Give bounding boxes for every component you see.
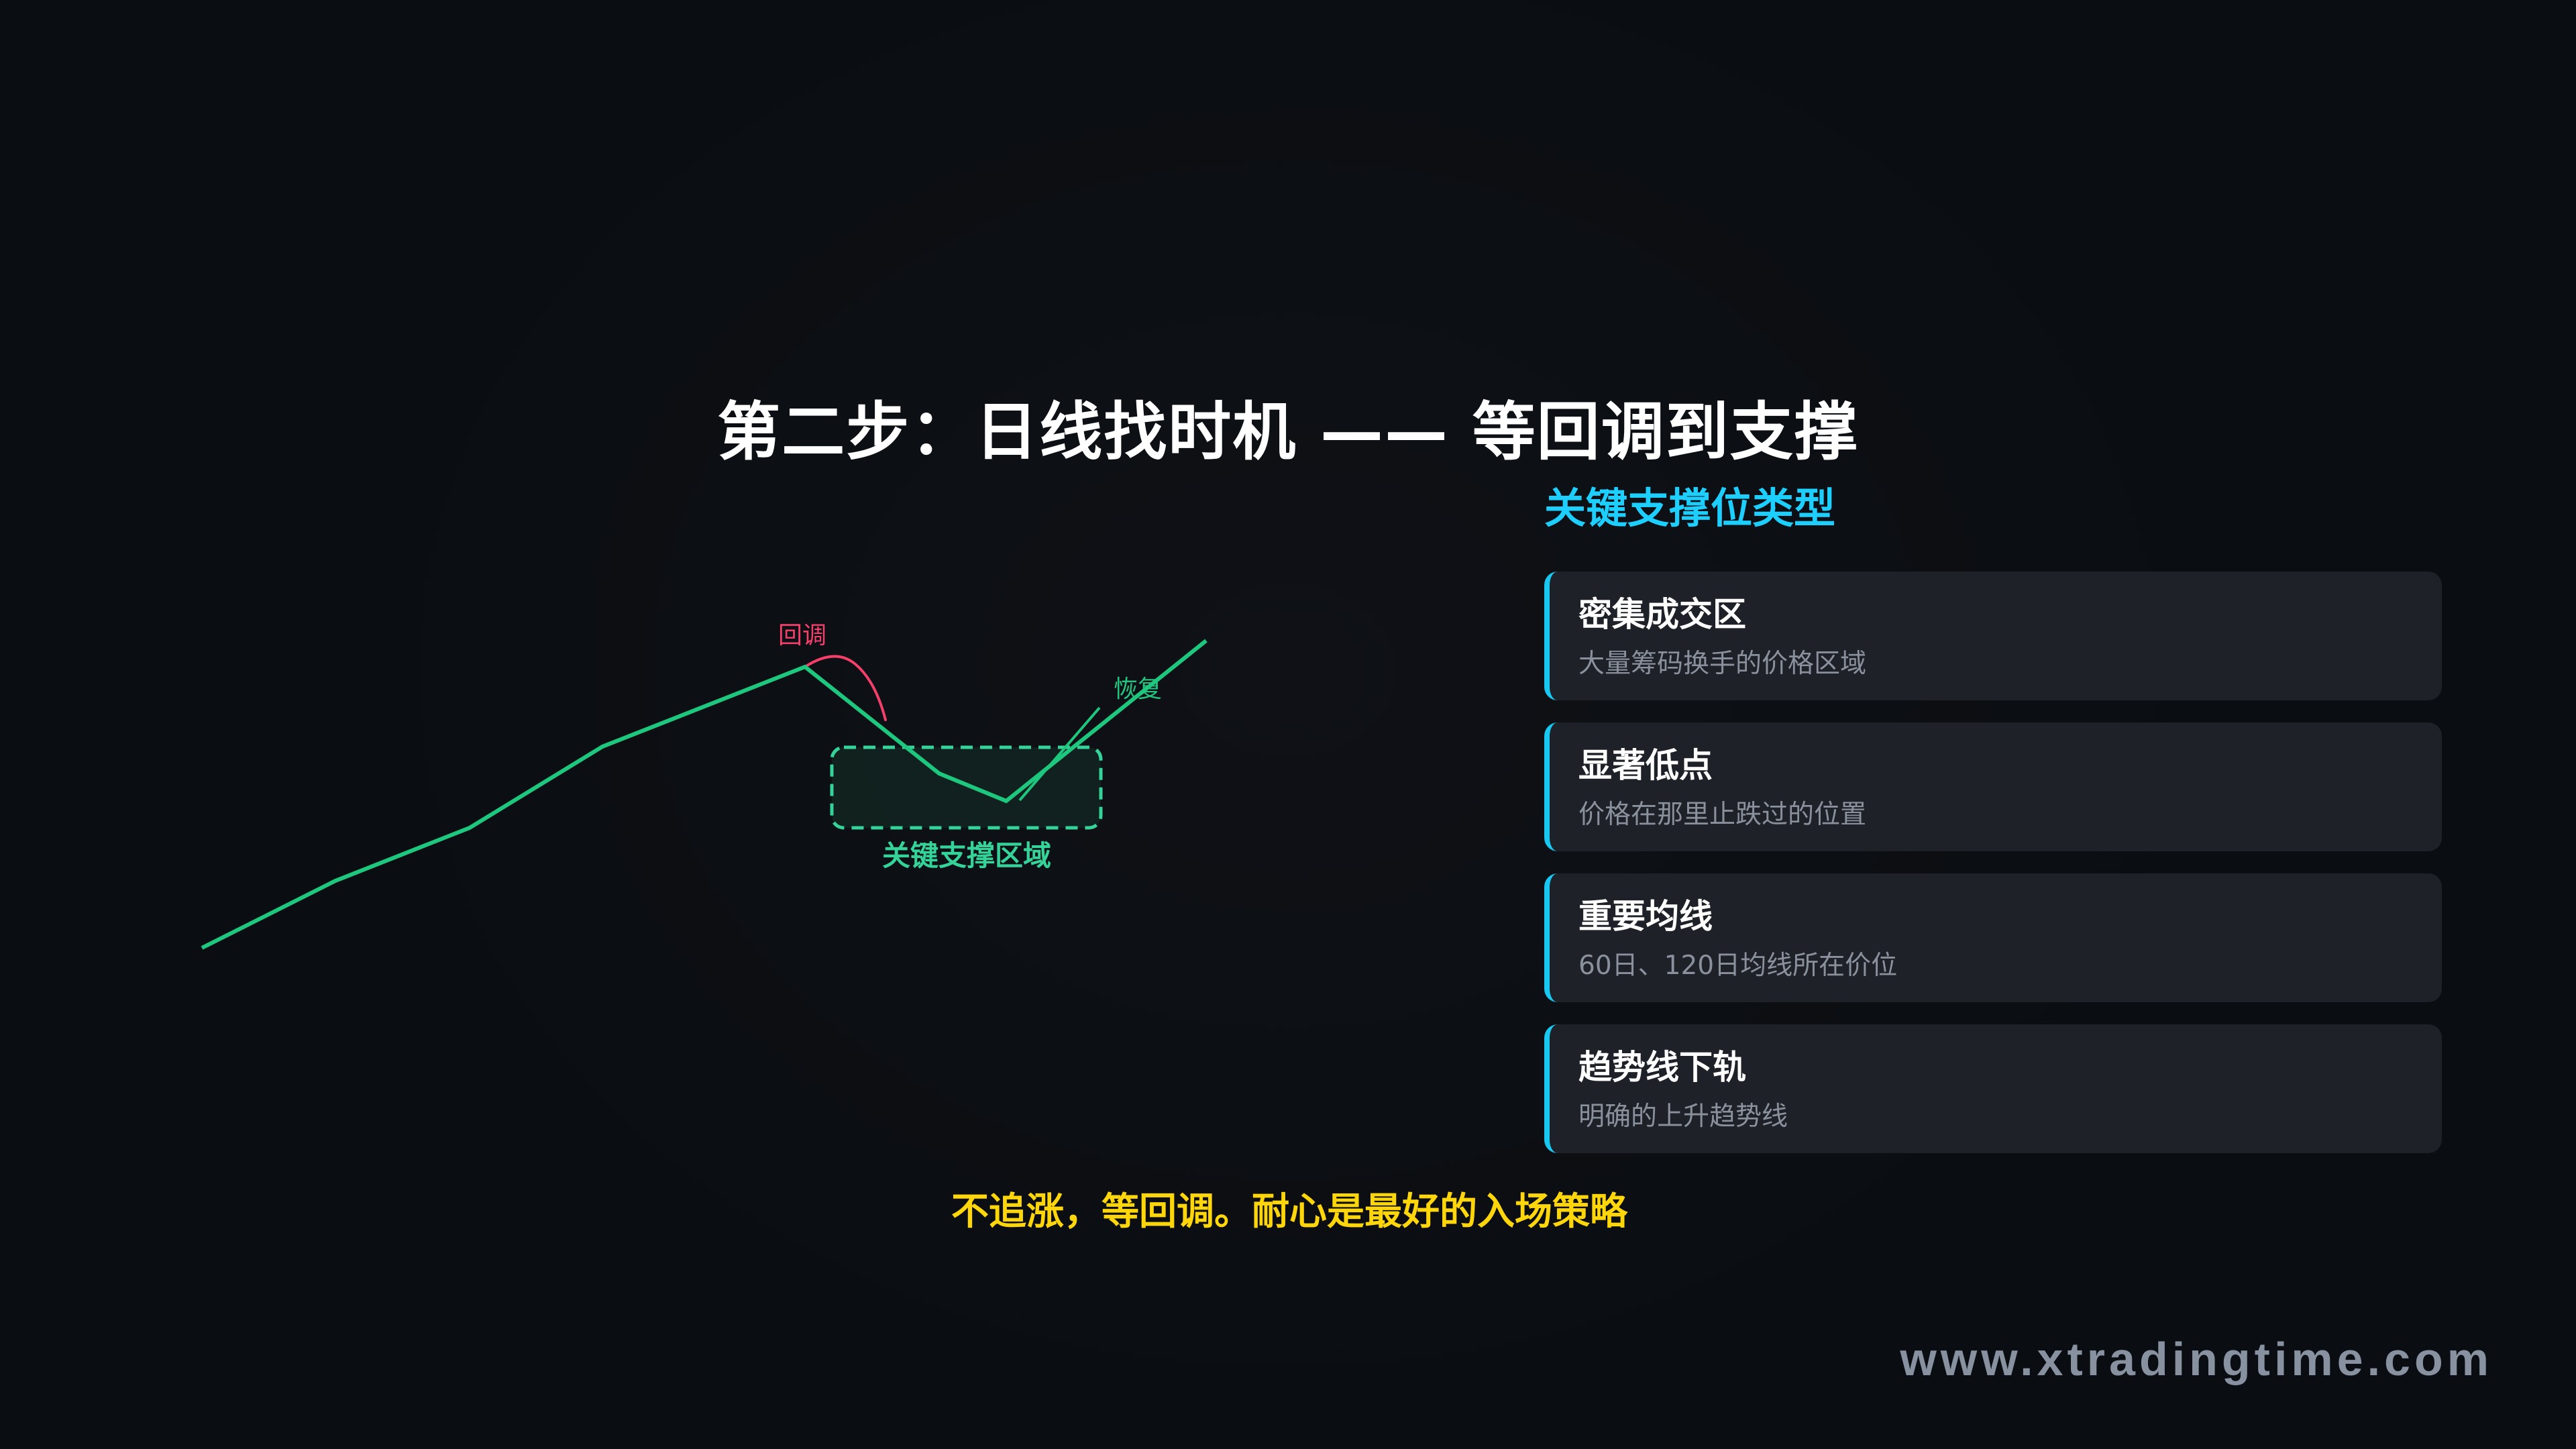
- recovery-arrow-line: [1018, 706, 1101, 802]
- card-description: 明确的上升趋势线: [1578, 1102, 1788, 1132]
- support-card-trendline: 趋势线下轨 明确的上升趋势线: [1544, 1024, 2442, 1153]
- card-title: 重要均线: [1578, 897, 1713, 936]
- support-card-moving-average: 重要均线 60日、120日均线所在价位: [1544, 873, 2442, 1002]
- card-title: 趋势线下轨: [1578, 1048, 1746, 1087]
- page-title: 第二步：日线找时机 —— 等回调到支撑: [717, 395, 1859, 469]
- pullback-label: 回调: [778, 622, 827, 649]
- card-title: 显著低点: [1578, 746, 1713, 785]
- support-types-list: 密集成交区 大量筹码换手的价格区域 显著低点 价格在那里止跌过的位置 重要均线 …: [1544, 572, 2442, 1175]
- card-description: 大量筹码换手的价格区域: [1578, 649, 1867, 679]
- support-types-heading: 关键支撑位类型: [1544, 484, 1836, 533]
- recovery-label: 恢复: [1114, 676, 1163, 703]
- card-description: 60日、120日均线所在价位: [1578, 951, 1898, 981]
- website-url: www.xtradingtime.com: [1900, 1333, 2493, 1385]
- support-zone-box: [830, 745, 1103, 830]
- support-zone-label: 关键支撑区域: [881, 839, 1051, 872]
- pullback-arc: [804, 655, 887, 721]
- support-card-significant-low: 显著低点 价格在那里止跌过的位置: [1544, 722, 2442, 851]
- tagline: 不追涨，等回调。耐心是最好的入场策略: [951, 1190, 1627, 1234]
- support-card-dense-volume: 密集成交区 大量筹码换手的价格区域: [1544, 572, 2442, 700]
- card-description: 价格在那里止跌过的位置: [1578, 800, 1867, 830]
- card-title: 密集成交区: [1578, 595, 1746, 634]
- price-line: [201, 639, 1208, 950]
